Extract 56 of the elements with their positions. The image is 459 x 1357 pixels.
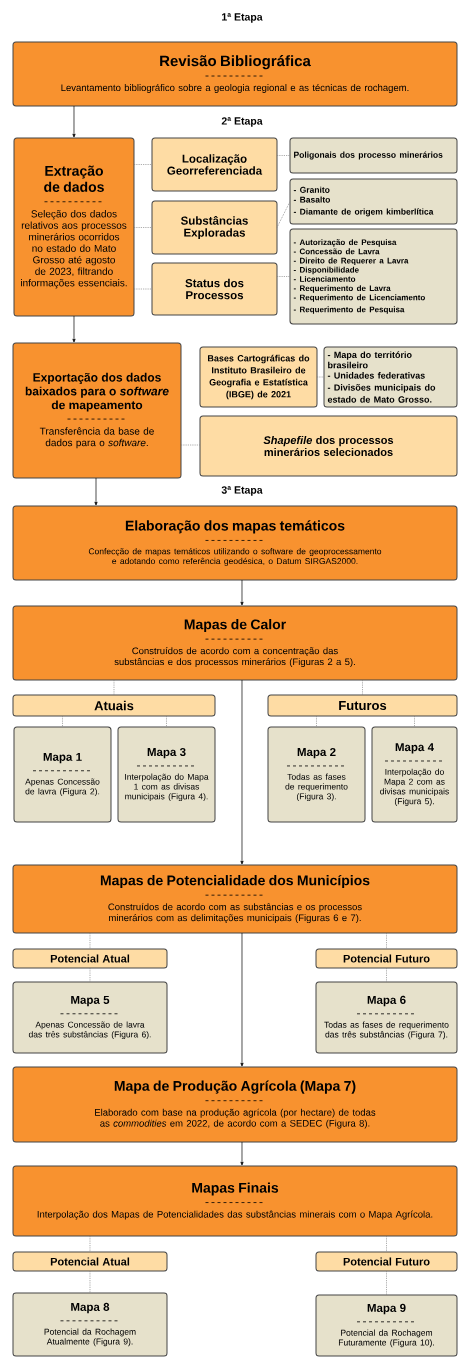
map-box: Mapa 2 Todas as fases de requerimento (Figura 3). (267, 726, 366, 823)
arrow (240, 579, 244, 606)
map-box: Mapa 1 Apenas Concessão de lavra (Figura 2). (13, 726, 112, 823)
arrow (240, 679, 244, 865)
process-box: Extração de dados Seleção dos dados relativos aos processos minerários ocorridos no estado do Mato Grosso até agosto de 2023, filtrando informações essenciais. (13, 137, 135, 317)
category-box: Bases Cartográficas do Instituto Brasileiro de Geografia e Estatística (IBGE) de 2021 (199, 346, 318, 408)
connector-line (133, 227, 153, 228)
connector-line (316, 715, 317, 728)
map-box: Mapa 3 Interpolação do Mapa 1 com as divisas municipais (Figura 4). (117, 726, 216, 823)
category-box: Potencial Futuro (315, 948, 458, 969)
map-box: Mapa 9 Potencial da Rochagem Futuramente (Figura 10). (315, 1294, 458, 1357)
map-box: Mapa 4 Interpolação do Mapa 2 com as divisas municipais (Figura 5). (371, 726, 458, 823)
info-box: - Mapa do território brasileiro - Unidades federativas - Divisões municipais do estado de Mato Grosso. (323, 346, 458, 408)
category-box: Futuros (267, 694, 458, 717)
process-box: Mapas Finais Interpolação dos Mapas de Potencialidades das substâncias minerais com o Mapa Agrícola. (12, 1165, 458, 1237)
info-box: Poligonais dos processo minerários (289, 137, 458, 174)
stage-label: 1ª Etapa (222, 13, 263, 23)
connector-line (166, 715, 167, 728)
category-box: Localização Georreferenciada (151, 137, 278, 192)
info-box: - Granito - Basalto - Diamante de origem kimberlítica (289, 178, 458, 225)
arrow (72, 315, 76, 343)
map-box: Mapa 8 Potencial da Rochagem Atualmente (Figura 9). (12, 1292, 168, 1357)
connector-line (89, 1270, 91, 1294)
map-box: Mapa 5 Apenas Concessão de lavra das três substâncias (Figura 6). (12, 981, 168, 1054)
connector-line (276, 276, 291, 277)
process-box: Mapa de Produção Agrícola (Mapa 7) Elaborado com base na produção agrícola (por hectare) de todas as commodities em 2022, de acordo com a SEDEC (Figura 8). (12, 1066, 458, 1143)
arrow (240, 932, 244, 1067)
category-box: Status dos Processos (151, 262, 278, 316)
process-box: Elaboração dos mapas temáticos Confecção de mapas temáticos utilizando o software de geoprocessamento e adotando como referência geodésica, o Datum SIRGAS2000. (12, 505, 458, 581)
arrow (240, 1141, 244, 1166)
connector-line (133, 164, 153, 165)
category-box: Potencial Futuro (315, 1251, 458, 1272)
category-box: Potencial Atual (12, 1251, 168, 1272)
connector-line (386, 1235, 387, 1253)
process-box: Revisão Bibliográfica Levantamento bibliográfico sobre a geologia regional e as técnicas de rochagem. (12, 41, 458, 107)
category-box: Shapefile dos processos minerários selecionados (199, 415, 458, 477)
connector-line (414, 715, 415, 728)
category-box: Atuais (12, 694, 216, 717)
info-box: - Autorização de Pesquisa - Concessão de Lavra - Direito de Requerer a Lavra - Disponibilidade - Licenciamento - Requerimento de Lavra - Requerimento de Licenciamento - Requerimento de Pesquisa (289, 228, 458, 325)
category-box: Substâncias Exploradas (151, 200, 278, 255)
arrow (94, 477, 98, 506)
stage-label: 2ª Etapa (221, 117, 263, 127)
category-box: Potencial Atual (12, 948, 168, 969)
stage-label: 3ª Etapa (221, 486, 263, 496)
process-box: Exportação dos dados baixados para o software de mapeamento Transferência da base de dados para o software. (12, 342, 182, 479)
connector-line (386, 1270, 387, 1296)
connector-line (276, 155, 291, 156)
connector-line (276, 201, 291, 228)
process-box: Mapas de Potencialidade dos Municípios Construídos de acordo com as substâncias e os processos minerários com as delimitações municipais (Figuras 6 e 7). (12, 864, 458, 934)
process-box: Mapas de Calor Construídos de acordo com a concentração das substâncias e dos processos minerários (Figuras 2 a 5). (12, 605, 458, 681)
connector-line (386, 932, 387, 950)
connector-line (386, 967, 387, 983)
map-box: Mapa 6 Todas as fases de requerimento das três substâncias (Figura 7). (315, 981, 458, 1054)
connector-line (62, 715, 63, 728)
connector-line (362, 679, 363, 696)
arrow (72, 105, 76, 138)
